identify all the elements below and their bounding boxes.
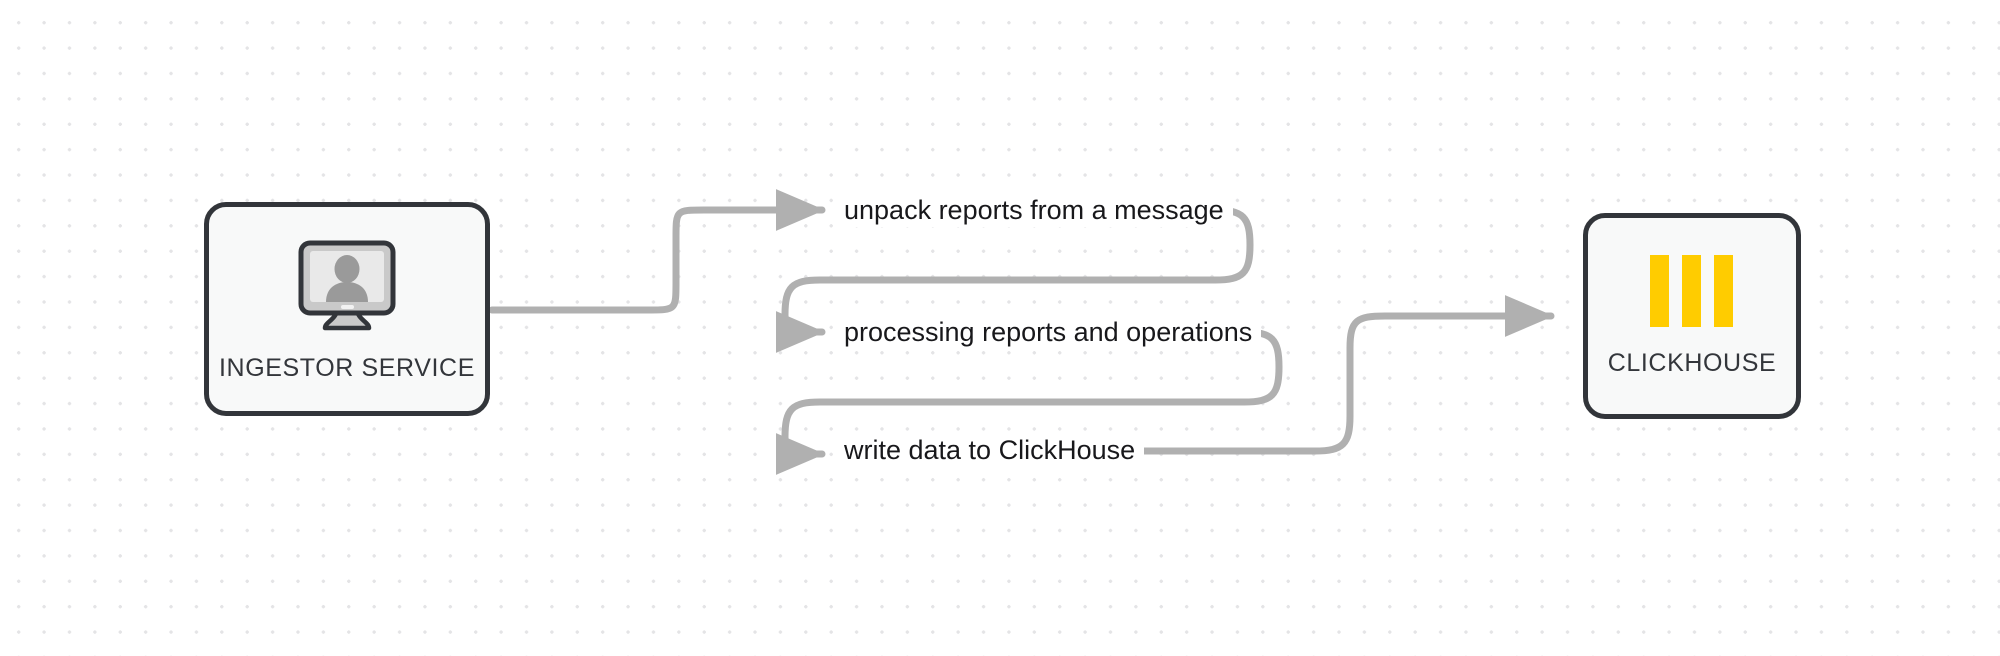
node-ingestor-service-label: INGESTOR SERVICE (219, 353, 475, 382)
monitor-user-icon (292, 236, 402, 336)
node-clickhouse-label: CLICKHOUSE (1607, 348, 1777, 377)
edge-label-step-1: unpack reports from a message (835, 193, 1233, 227)
edge-label-step-3: write data to ClickHouse (835, 433, 1145, 467)
edge-label-step-2: processing reports and operations (835, 315, 1262, 349)
node-ingestor-service[interactable]: INGESTOR SERVICE (204, 202, 490, 416)
edge-step2-to-step3 (775, 328, 1283, 475)
node-clickhouse[interactable]: CLICKHOUSE (1583, 213, 1801, 419)
edge-step3-to-clickhouse (1106, 295, 1555, 455)
clickhouse-logo-icon (1646, 254, 1738, 327)
edge-step1-to-step2 (775, 206, 1254, 353)
edge-ingestor-to-step1 (488, 189, 826, 314)
